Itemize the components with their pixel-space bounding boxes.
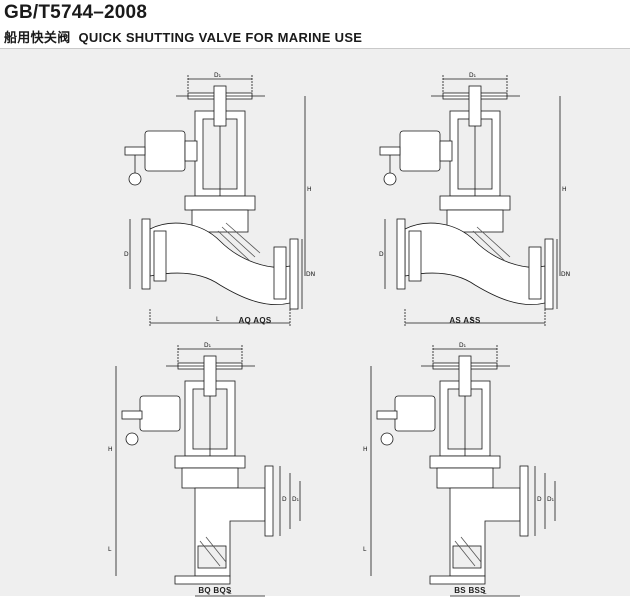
svg-text:D: D <box>124 251 129 258</box>
valve-angle-drawing: D₁ H L L D D₁ <box>108 342 301 597</box>
title-chinese: 船用快关阀 <box>4 31 71 46</box>
svg-text:D: D <box>379 251 384 258</box>
svg-text:L: L <box>363 546 367 553</box>
svg-text:DN: DN <box>561 271 570 278</box>
svg-text:H: H <box>562 186 567 193</box>
valve-straight-drawing: D₁ H L D DN <box>124 72 315 327</box>
svg-text:H: H <box>108 446 113 453</box>
svg-text:D: D <box>282 496 287 503</box>
valve-angle-drawing: D₁ H L L D D₁ <box>363 342 556 597</box>
svg-text:D: D <box>537 496 542 503</box>
svg-text:L: L <box>108 546 112 553</box>
svg-text:D₁: D₁ <box>204 342 212 349</box>
svg-text:L: L <box>216 316 220 323</box>
svg-text:L: L <box>228 589 232 596</box>
drawing-panel: D₁ H L D DN AQ AQS <box>0 49 630 597</box>
drawing-caption: BS BSS <box>454 586 486 595</box>
svg-text:D₁: D₁ <box>547 496 555 503</box>
svg-text:L: L <box>471 316 475 323</box>
drawing-bs-bss: D₁ H L L D D₁ <box>355 341 630 611</box>
standard-code: GB/T5744–2008 <box>4 2 148 23</box>
drawing-caption: AQ AQS <box>238 316 272 325</box>
drawing-aq-aqs: D₁ H L D DN <box>100 71 410 341</box>
svg-text:D₁: D₁ <box>292 496 300 503</box>
svg-text:H: H <box>363 446 368 453</box>
valve-straight-drawing: D₁ H L D DN <box>379 72 570 327</box>
header-divider <box>0 48 630 49</box>
svg-text:DN: DN <box>306 271 315 278</box>
svg-text:L: L <box>483 589 487 596</box>
svg-text:D₁: D₁ <box>459 342 467 349</box>
page-subtitle: 船用快关阀 QUICK SHUTTING VALVE FOR MARINE USE <box>4 27 362 46</box>
svg-text:D₁: D₁ <box>214 72 222 79</box>
svg-text:D₁: D₁ <box>469 72 477 79</box>
svg-text:H: H <box>307 186 312 193</box>
title-english: QUICK SHUTTING VALVE FOR MARINE USE <box>78 30 363 45</box>
drawing-as-ass: D₁ H L D DN <box>355 71 630 341</box>
drawing-caption: BQ BQS <box>198 586 232 595</box>
drawing-caption: AS ASS <box>449 316 481 325</box>
drawing-bq-bqs: D₁ H L L D D₁ <box>100 341 410 611</box>
